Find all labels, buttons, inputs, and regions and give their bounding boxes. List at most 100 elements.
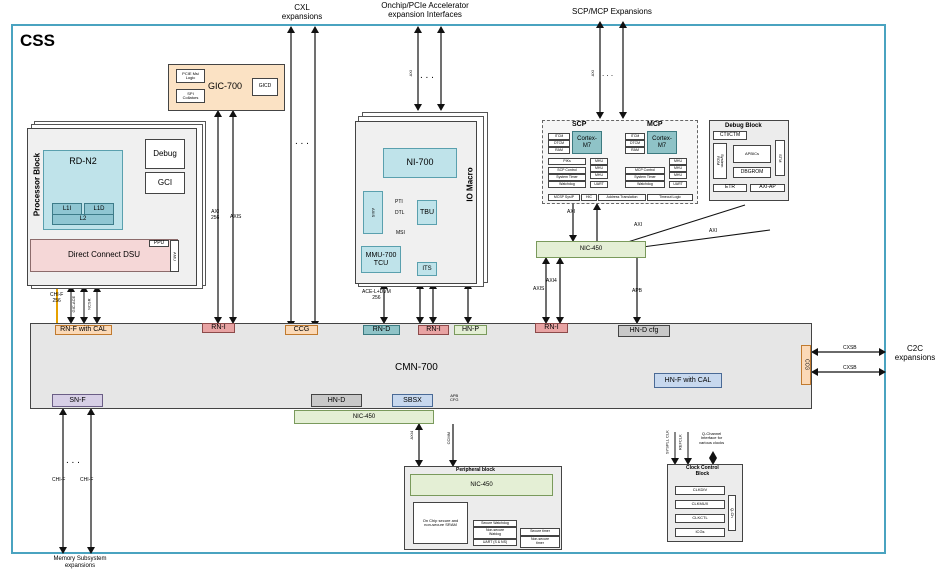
apbics: APBICs [733,145,771,163]
its: ITS [417,262,437,276]
clkdiv: CLKDIV [675,486,725,495]
sig-gic-ace: GIC-ACE [71,295,77,313]
sig-axi-debug-2: AXI [709,228,718,234]
mcp-mhu-2: MHU [669,165,687,172]
mcp-watchdog: Watchdog [625,181,665,188]
sig-axi-256: AXI 256 [211,209,220,221]
mem-dots: . . . [66,455,80,466]
memory-label: Memory Subsystem expansions [53,556,107,569]
page-title: CSS [20,31,55,50]
ni-700: NI-700 [383,148,457,178]
msi-label: MSI [396,230,405,236]
dtl-label: DTL [395,210,405,216]
sig-axi-debug-1: AXI [634,222,643,228]
ns-watchdog: Non-secure Watdog [473,527,517,539]
sig-axis: AXIS [230,214,242,220]
c2c-label: C2C expansions [894,344,936,362]
scp-control: SCP Control [548,167,586,174]
io-axis-box: AXIS [363,191,383,234]
dbgrom: DBGROM [733,167,771,178]
mcp-mhu-1: MHU [669,158,687,165]
sig-axis-2: AXIS [533,286,545,292]
icgs: ICGs [675,528,725,537]
sig-axi-scp: AXI [567,209,576,215]
cmn-700-title: CMN-700 [395,362,438,373]
sig-chi-f-1: CHI-F [52,477,66,483]
cti-ctm: CTI/CTM [713,131,747,140]
mcp-system-timer: System Timer [625,174,665,181]
scp-watchdog: Watchdog [548,181,586,188]
ccg-2: CCG [801,345,811,385]
scp-ram: RAM [548,147,570,154]
mcp-title: MCP [647,121,663,128]
clock-ext-2: REFCLK [677,434,683,451]
uart-s-ns: UART (S & NS) [473,539,517,546]
system-rom: System ROM [713,143,727,179]
hn-f-with-cal: HN-F with CAL [654,373,722,388]
secure-timer: Secure timer [520,528,560,536]
peripheral-title: Peripheral block [456,467,495,473]
mcp-ram: RAM [625,147,645,154]
sig-chi-f: CHI-F 256 [50,292,64,304]
amu: AMU [170,240,179,272]
stm: STM [775,140,785,176]
scp-dots: . . . [602,69,614,78]
scp-dtcm: DTCM [548,140,570,147]
nic-450-cmn: NIC-450 [294,410,434,424]
nic-450-top: NIC-450 [536,241,646,258]
scp-hic: HIC [581,194,597,201]
secure-watchdog: Secure Watchdog [473,520,517,527]
scp-uart: UART [590,181,608,188]
l2-cache: L2 [52,214,114,225]
mcp-mhu-3: MHU [669,172,687,179]
scp-cortex-m7: Cortex- M7 [572,131,602,154]
rn-i-2: RN-I [418,325,449,335]
rn-f-with-cal: RN-F with CAL [55,325,112,335]
axi-ap: AXI-AP [750,184,785,192]
ppu: PPU [149,240,169,247]
hn-d-cfg: HN-D cfg [618,325,670,337]
sig-chi-f-2: CHI-F [80,477,94,483]
clkctl: CLKCTL [675,514,725,523]
sig-axi-scp-top: AXI [590,69,596,77]
processor-label: Processor Block [32,152,42,217]
debug-unit: Debug [145,139,185,169]
mcp-control: MCP Control [625,167,665,174]
rn-i-3: RN-I [535,323,568,333]
gicd: GICD [252,78,278,96]
sbsx: SBSX [392,394,433,407]
sig-ccmm: CCMM [446,431,452,445]
scp-title: SCP [572,121,587,128]
gic-title: GIC-700 [208,81,243,91]
scp-timeout-logic: Timeout Logic [647,194,693,201]
clock-title: Clock Control Block [686,465,719,477]
clock-ext-3: Q-Channel Interface for various clocks [699,431,725,445]
scp-address-translation: Address Translation [598,194,646,201]
scp-mcp-label: SCP/MCP Expansions [572,7,652,16]
sig-axi-io: AXI [408,69,414,77]
scp-sysip: MCSP SysIP [548,194,580,201]
clock-ext-1: SYSPLL CLK [664,430,670,455]
mcp-itcm: ITCM [625,133,645,140]
css-frame [11,24,886,554]
scp-itcm: ITCM [548,133,570,140]
debug-block-title: Debug Block [725,123,762,129]
sig-cxsb-2: CXSB [843,365,857,371]
etr: ETR [713,184,747,192]
pcie-dots: . . . [420,70,434,81]
onchip-sram: On Chip secure and non-secure SRAM [413,502,468,544]
hn-p: HN-P [454,325,487,335]
sig-ace: ACE-L+DVM 256 [362,289,391,301]
peripheral-nic-450: NIC-450 [410,474,553,496]
sig-cxsb-1: CXSB [843,345,857,351]
debug-nic-link-1 [614,204,746,247]
cxl-dots: . . . [295,136,309,147]
mcp-uart: UART [669,181,687,188]
sig-axi4-periph: AXI4 [409,430,415,440]
tbu: TBU [417,200,437,225]
ccg-1: CCG [285,325,318,335]
onchip-label: Onchip/PCIe Accelerator expansion Interf… [381,1,469,19]
clkmux: CLKMUX [675,500,725,509]
rn-i-1: RN-I [202,323,235,333]
